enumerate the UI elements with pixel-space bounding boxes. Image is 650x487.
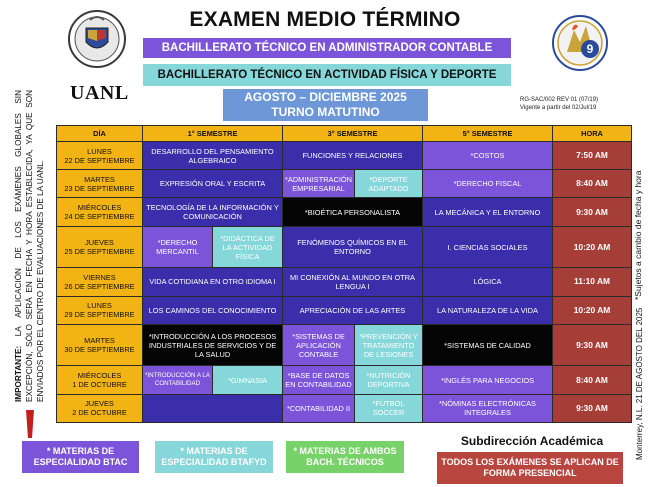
- reference-code: RG-SAC/002 REV 01 (07/19): [520, 97, 599, 103]
- time-cell: 9:30 AM: [552, 323, 632, 367]
- logo-number: 9: [587, 42, 594, 56]
- place-date-text: Monterrey, N.L. 21 DE AGOSTO DEL 2025: [635, 307, 644, 460]
- important-note: IMPORTANTE: LA APLICACIÓN DE LOS EXÁMENE…: [13, 90, 59, 402]
- time-cell: 9:30 AM: [552, 197, 632, 227]
- semester-5-cell: *SISTEMAS DE CALIDAD: [422, 323, 553, 367]
- header-semester-1: 1° SEMESTRE: [142, 125, 283, 142]
- important-label: IMPORTANTE:: [14, 345, 23, 402]
- semester-1-cell: LOS CAMINOS DEL CONOCIMIENTO: [142, 295, 283, 325]
- subject-to-change-note: *Sujetos a cambio de fecha y hora: [632, 135, 646, 300]
- semester-5-cell: LÓGICA: [422, 267, 553, 297]
- semester-1-cell: [142, 393, 283, 424]
- legend-both: * MATERIAS DE AMBOS BACH. TÉCNICOS: [286, 441, 404, 473]
- semester-3-cell: MI CONEXIÓN AL MUNDO EN OTRA LENGUA I: [282, 267, 423, 297]
- header-time: HORA: [552, 125, 632, 142]
- program-btafyd-banner: BACHILLERATO TÉCNICO EN ACTIVIDAD FÍSICA…: [143, 64, 511, 86]
- time-cell: 7:50 AM: [552, 140, 632, 171]
- period-dates: AGOSTO – DICIEMBRE 2025: [244, 90, 407, 104]
- semester-1-btac-cell: *DERECHO MERCANTIL: [142, 225, 213, 269]
- exam-schedule-table: DÍA 1° SEMESTRE 3° SEMESTRE 5° SEMESTRE …: [56, 125, 632, 424]
- academic-subdirectorate: Subdirección Académica: [460, 434, 604, 448]
- semester-3-btac-cell: *ADMINISTRACIÓN EMPRESARIAL: [282, 169, 355, 199]
- time-cell: 9:30 AM: [552, 393, 632, 424]
- uanl-seal-logo: [68, 8, 126, 70]
- semester-1-cell: TECNOLOGÍA DE LA INFORMACIÓN Y COMUNICAC…: [142, 197, 283, 227]
- semester-5-cell: *COSTOS: [422, 140, 553, 171]
- important-note-text: IMPORTANTE: LA APLICACIÓN DE LOS EXÁMENE…: [14, 90, 45, 402]
- place-date-note: Monterrey, N.L. 21 DE AGOSTO DEL 2025: [634, 290, 648, 460]
- semester-5-cell: I. CIENCIAS SOCIALES: [422, 225, 553, 269]
- semester-5-cell: LA NATURALEZA DE LA VIDA: [422, 295, 553, 325]
- period-banner: AGOSTO – DICIEMBRE 2025 TURNO MATUTINO: [223, 89, 428, 121]
- subject-to-change-text: *Sujetos a cambio de fecha y hora: [633, 170, 643, 300]
- semester-3-btac-cell: *CONTABILIDAD II: [282, 393, 355, 424]
- uanl-wordmark: UANL: [70, 82, 129, 104]
- legend-btac: * MATERIAS DE ESPECIALIDAD BTAC: [22, 441, 139, 473]
- document-reference: RG-SAC/002 REV 01 (07/19) Vigente a part…: [520, 96, 620, 112]
- semester-1-cell: DESARROLLO DEL PENSAMIENTO ALGEBRAICO: [142, 140, 283, 171]
- shift-label: TURNO MATUTINO: [271, 105, 380, 119]
- header-semester-3: 3° SEMESTRE: [282, 125, 423, 142]
- preparatoria-9-logo: 9: [550, 12, 610, 74]
- page-title: EXAMEN MEDIO TÉRMINO: [189, 8, 461, 31]
- time-cell: 8:40 AM: [552, 365, 632, 395]
- program-btac-banner: BACHILLERATO TÉCNICO EN ADMINISTRADOR CO…: [143, 38, 511, 58]
- semester-3-cell: FUNCIONES Y RELACIONES: [282, 140, 423, 171]
- semester-1-cell: VIDA COTIDIANA EN OTRO IDIOMA I: [142, 267, 283, 297]
- semester-5-cell: *INGLÉS PARA NEGOCIOS: [422, 365, 553, 395]
- header-day: DÍA: [56, 125, 143, 142]
- semester-1-btafyd-cell: *DIDÁCTICA DE LA ACTIVIDAD FÍSICA: [212, 225, 283, 269]
- table-header-row: DÍA 1° SEMESTRE 3° SEMESTRE 5° SEMESTRE …: [56, 125, 632, 142]
- header-semester-5: 5° SEMESTRE: [422, 125, 553, 142]
- semester-3-cell: APRECIACIÓN DE LAS ARTES: [282, 295, 423, 325]
- semester-1-cell: *INTRODUCCIÓN A LOS PROCESOS INDUSTRIALE…: [142, 323, 283, 367]
- semester-3-cell: *BIOÉTICA PERSONALISTA: [282, 197, 423, 227]
- semester-1-btac-cell: *INTRODUCCIÓN A LA CONTABILIDAD: [142, 365, 213, 395]
- in-person-notice: TODOS LOS EXÁMENES SE APLICAN DE FORMA P…: [437, 452, 623, 484]
- time-cell: 10:20 AM: [552, 295, 632, 325]
- semester-3-btafyd-cell: *FÚTBOL SOCCER: [354, 393, 423, 424]
- semester-1-cell: EXPRESIÓN ORAL Y ESCRITA: [142, 169, 283, 199]
- reference-validity: Vigente a partir del 02/Jul/19: [520, 105, 597, 111]
- time-cell: 8:40 AM: [552, 169, 632, 199]
- semester-3-btac-cell: *BASE DE DATOS EN CONTABILIDAD: [282, 365, 355, 395]
- time-cell: 10:20 AM: [552, 225, 632, 269]
- semester-3-cell: FENÓMENOS QUÍMICOS EN EL ENTORNO: [282, 225, 423, 269]
- semester-5-cell: *NÓMINAS ELECTRÓNICAS INTEGRALES: [422, 393, 553, 424]
- legend-btafyd: * MATERIAS DE ESPECIALIDAD BTAFYD: [155, 441, 273, 473]
- semester-3-btac-cell: *SISTEMAS DE APLICACIÓN CONTABLE: [282, 323, 355, 367]
- semester-3-btafyd-cell: *DEPORTE ADAPTADO: [354, 169, 423, 199]
- semester-3-btafyd-cell: *PREVENCIÓN Y TRATAMIENTO DE LESIONES: [354, 323, 423, 367]
- semester-1-btafyd-cell: *GIMNASIA: [212, 365, 283, 395]
- semester-3-btafyd-cell: *NUTRICIÓN DEPORTIVA: [354, 365, 423, 395]
- time-cell: 11:10 AM: [552, 267, 632, 297]
- semester-5-cell: *DERECHO FISCAL: [422, 169, 553, 199]
- semester-5-cell: LA MECÁNICA Y EL ENTORNO: [422, 197, 553, 227]
